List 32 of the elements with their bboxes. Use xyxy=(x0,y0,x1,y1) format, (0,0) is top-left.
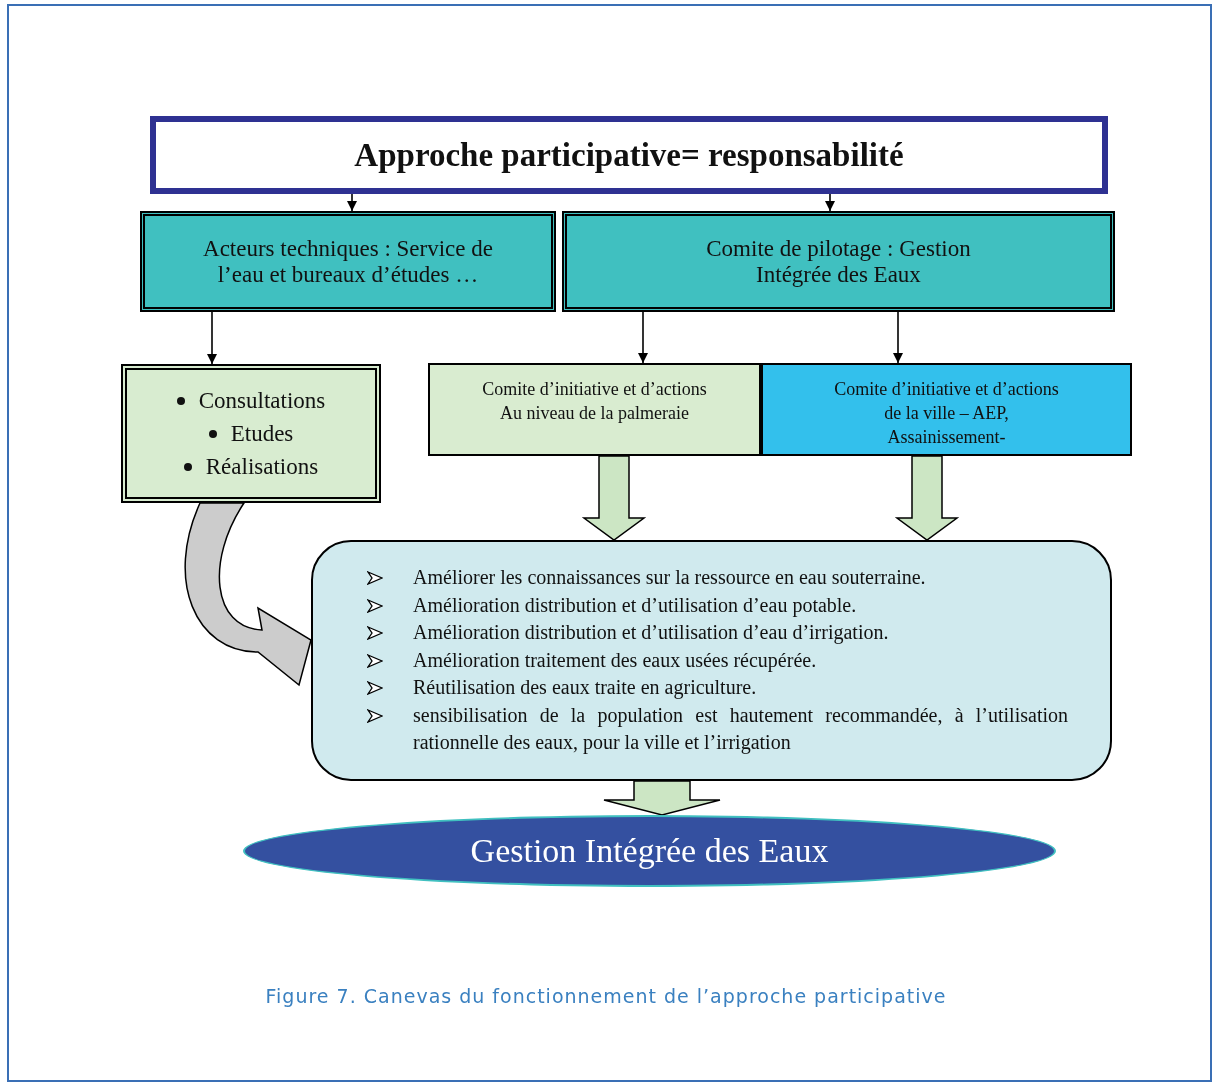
list-item: Amélioration distribution et d’utilisation d’eau potable. xyxy=(413,592,857,619)
arrow xyxy=(207,311,217,365)
process-box xyxy=(562,211,1115,312)
list-item: Réutilisation des eaux traite en agriculture. xyxy=(413,675,757,701)
list-item: Consultations xyxy=(198,387,326,415)
list-item: sensibilisation de la population est hautement recommandée, à l’utilisation rationnelle des eaux, pour la ville et l’irrigation xyxy=(413,702,1068,756)
process-box xyxy=(761,363,1132,456)
node-label: Acteurs techniques : Service de l’eau et bureaux d’études … xyxy=(202,235,494,288)
block-arrow xyxy=(184,502,312,686)
process-box xyxy=(140,211,556,312)
block-arrow xyxy=(603,780,721,816)
arrow xyxy=(638,311,648,364)
arrow xyxy=(893,311,903,364)
node-label: Comite de pilotage : Gestion Intégrée des Eaux xyxy=(705,235,972,288)
block-arrow xyxy=(894,455,960,541)
list-item: Amélioration traitement des eaux usées récupérée. xyxy=(413,647,817,674)
node-label: Comite d’initiative et d’actions Au niveau de la palmeraie xyxy=(481,378,708,425)
process-box xyxy=(428,363,761,456)
block-arrow xyxy=(581,455,647,541)
figure-caption: Figure 7. Canevas du fonctionnement de l’approche participative xyxy=(264,985,948,1007)
arrow xyxy=(347,193,357,212)
process-box xyxy=(121,364,381,503)
rounded-box xyxy=(311,540,1112,781)
title-text: Approche participative= responsabilité xyxy=(354,136,904,174)
title-box xyxy=(150,116,1108,194)
list-item: Réalisations xyxy=(205,453,319,481)
list-item: Améliorer les connaissances sur la ressource en eau souterraine. xyxy=(413,565,926,591)
list-item: Amélioration distribution et d’utilisation d’eau d’irrigation. xyxy=(413,620,889,646)
arrow xyxy=(825,193,835,212)
node-label: Comite d’initiative et d’actions de la ville – AEP, Assainissement- xyxy=(833,378,1060,449)
node-label: Gestion Intégrée des Eaux xyxy=(470,832,829,870)
list-item: Etudes xyxy=(230,420,294,448)
